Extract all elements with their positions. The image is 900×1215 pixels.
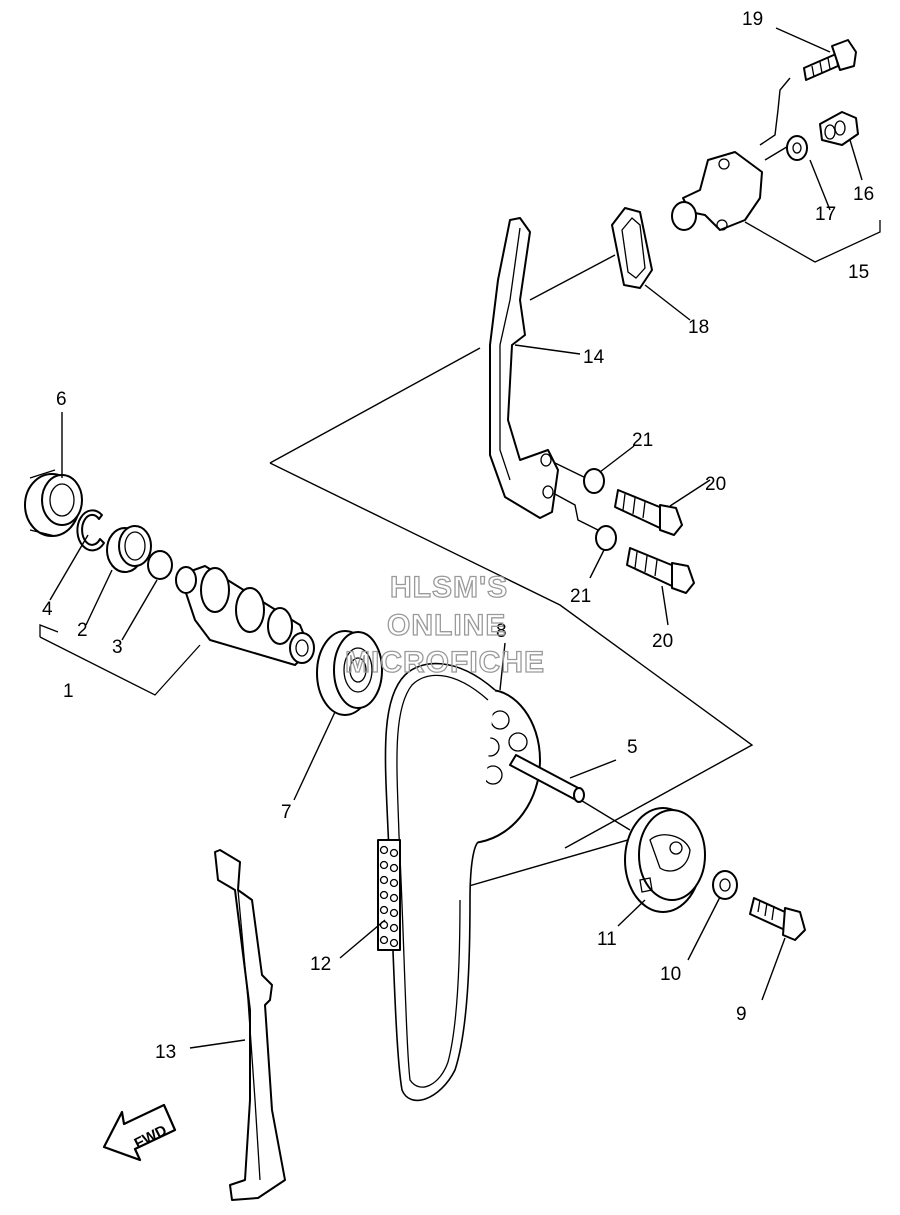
camshaft-bearing-6: [24, 469, 83, 537]
chain-guide-13: [214, 849, 286, 1201]
callout-8: 8: [496, 621, 507, 642]
watermark: HLSM'S ONLINE MICROFICHE: [344, 570, 545, 679]
watermark-line-1: HLSM'S: [390, 571, 508, 604]
callout-20-upper: 20: [705, 474, 726, 495]
callout-10: 10: [660, 964, 681, 985]
callout-20-lower: 20: [652, 631, 673, 652]
fwd-arrow-icon: FWD: [102, 1103, 177, 1162]
camshaft: [175, 565, 315, 666]
bolt-9: [749, 897, 806, 941]
bolt-20-upper: [614, 489, 683, 536]
callout-labels: 1 2 3 4 5 6 7 8 9 10 11 12 13 14 15 16 1…: [42, 9, 874, 1063]
plate-11: [624, 807, 706, 913]
leader-lines: [49, 27, 863, 1049]
callout-14: 14: [583, 347, 605, 368]
camshaft-bearing-7: [316, 630, 383, 716]
washer-21-upper: [583, 468, 605, 494]
o-ring-3: [147, 550, 173, 580]
callout-9: 9: [736, 1004, 747, 1025]
watermark-line-3: MICROFICHE: [345, 646, 545, 679]
callout-1: 1: [63, 681, 74, 702]
callout-17: 17: [815, 204, 836, 225]
gasket-17: [786, 135, 808, 161]
cap-bolt-16: [819, 111, 859, 146]
callout-2: 2: [77, 620, 88, 641]
bolt-20-lower: [626, 547, 695, 594]
watermark-line-2: ONLINE: [387, 609, 506, 642]
circlip-4: [76, 509, 105, 552]
chain-guide-14: [489, 217, 559, 519]
callout-21-upper: 21: [632, 430, 653, 451]
callout-16: 16: [853, 184, 874, 205]
callout-7: 7: [281, 802, 292, 823]
callout-21-lower: 21: [570, 586, 591, 607]
callout-13: 13: [155, 1042, 176, 1063]
callout-12: 12: [310, 954, 331, 975]
cam-chain-12: [377, 662, 496, 1102]
callout-5: 5: [627, 737, 638, 758]
callout-18: 18: [688, 317, 709, 338]
bolt-19: [803, 39, 857, 81]
callout-6: 6: [56, 389, 67, 410]
callout-19: 19: [742, 9, 763, 30]
callout-15: 15: [848, 262, 869, 283]
callout-11: 11: [597, 929, 617, 950]
gasket-18: [611, 207, 653, 289]
washer-10: [712, 870, 738, 900]
dowel-pin-5: [509, 754, 585, 803]
bushing-2: [106, 525, 152, 573]
washer-21-lower: [595, 525, 617, 551]
callout-4: 4: [42, 599, 53, 620]
tensioner-15: [671, 151, 763, 231]
callout-3: 3: [112, 637, 123, 658]
